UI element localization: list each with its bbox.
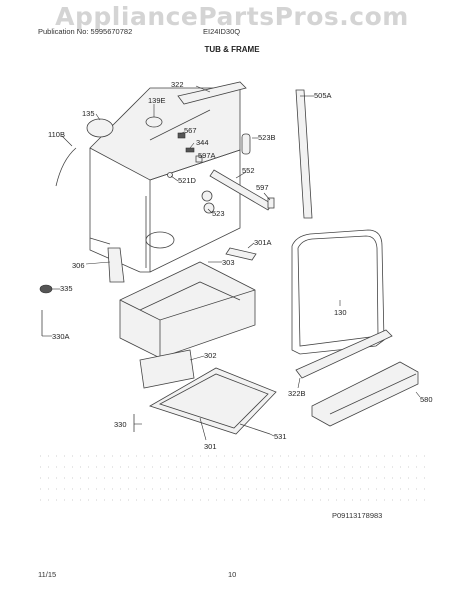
callout-335: 335 [60,284,73,293]
page-title: TUB & FRAME [204,45,260,54]
callout-303: 303 [222,258,235,267]
callout-301: 301 [204,442,217,451]
part-344 [185,147,195,153]
strip-505a [295,89,313,219]
callout-580: 580 [420,395,433,404]
callout-521d: 521D [178,176,197,185]
callout-306: 306 [72,261,85,270]
callout-567: 567 [184,126,197,135]
wire-531 [239,423,271,435]
toekick-580 [311,361,419,427]
part-523b [241,133,251,155]
part-523 [201,190,213,202]
callout-523: 523 [212,209,225,218]
callout-505a: 505A [314,91,332,100]
rail-322 [177,81,247,105]
watermark: AppliancePartsPros.com [55,2,409,31]
rail-322b [295,329,393,379]
callout-552: 552 [242,166,255,175]
tub [89,87,241,273]
hose-110b [55,147,77,187]
publication-number: Publication No: 5995670782 [38,27,133,36]
leader-lines [42,85,421,441]
leg-306 [107,247,125,283]
callout-110b: 110B [48,130,65,139]
callout-139e: 139E [148,96,166,105]
callout-302: 302 [204,351,217,360]
faint-text-rows [40,455,430,501]
footer-date: 11/15 [38,570,57,579]
panel-302 [139,349,195,389]
callout-597: 597 [256,183,269,192]
foot-335 [39,284,53,294]
callout-135: 135 [82,109,95,118]
base-frame-303 [119,261,256,359]
bar-552 [209,169,273,211]
callout-322: 322 [171,80,184,89]
callout-322b: 322B [288,389,306,398]
page-number: 10 [228,570,237,579]
callout-344: 344 [196,138,209,147]
callout-301a: 301A [254,238,272,247]
callout-597a: 597A [198,151,216,160]
callout-531: 531 [274,432,287,441]
clip-597 [267,197,275,209]
gasket-130 [291,229,385,355]
callout-330: 330 [114,420,127,429]
part-597a [195,155,203,163]
callout-523b: 523B [258,133,276,142]
model-number: EI24ID30Q [203,27,241,36]
callout-130: 130 [334,308,347,317]
callout-330a: 330A [52,332,70,341]
vent-135 [86,118,114,138]
vent-139e [145,116,163,128]
part-301a [225,247,257,261]
figure-id: P09113178983 [332,511,383,520]
